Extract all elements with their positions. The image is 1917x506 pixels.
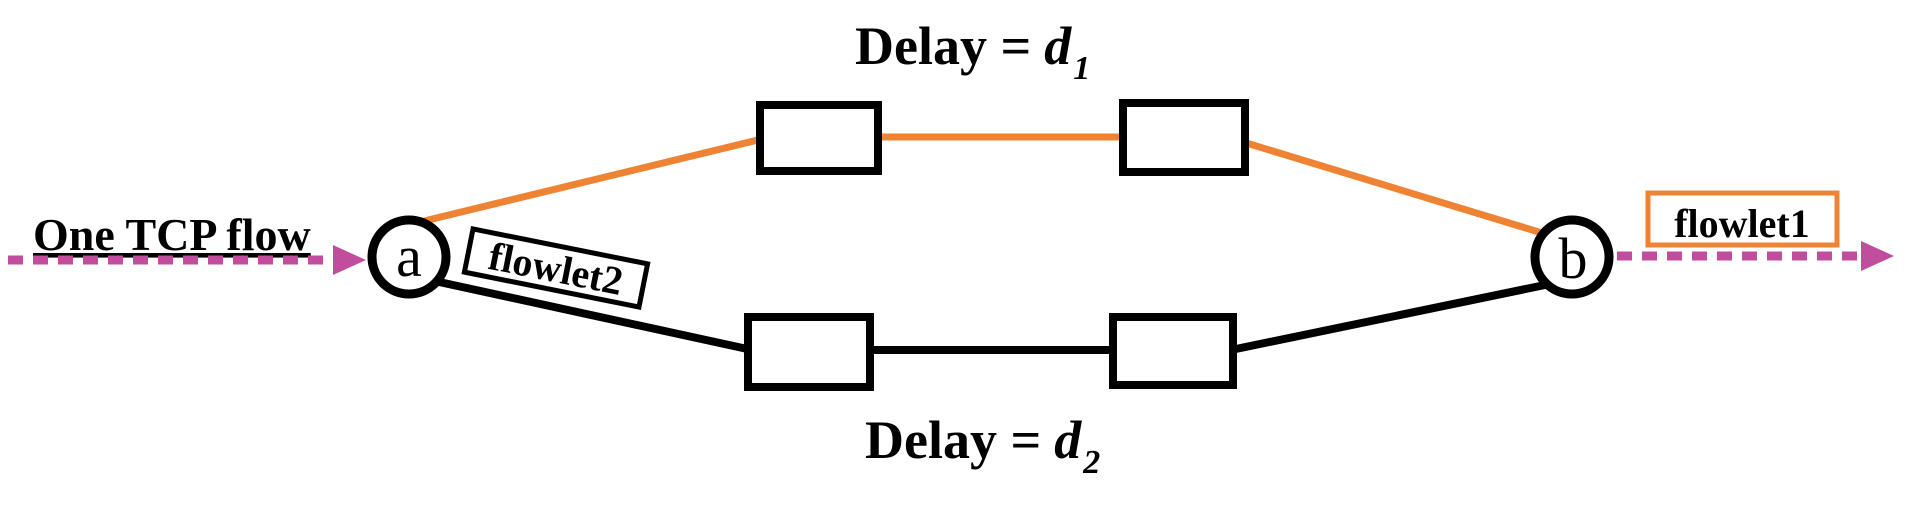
node-a — [367, 215, 451, 299]
link-bottom-router2-to-b — [1230, 281, 1546, 354]
delay-bottom-prefix: Delay = — [865, 410, 1041, 470]
node-b — [1530, 215, 1614, 299]
link-a-to-top-router1 — [419, 134, 767, 226]
flow-arrow-in-head — [333, 245, 366, 275]
delay-bottom-var: d — [1054, 410, 1082, 470]
node-a-label: a — [396, 224, 422, 289]
delay-top-var: d — [1044, 16, 1072, 76]
flowlet2-box — [461, 226, 651, 310]
tcp-flow-label: One TCP flow — [33, 209, 311, 260]
router-top-1 — [756, 101, 882, 175]
router-bottom-1 — [744, 313, 874, 391]
delay-top-subscript: 1 — [1073, 50, 1090, 87]
router-top-2 — [1119, 99, 1249, 176]
flowlet1-label: flowlet1 — [1674, 201, 1810, 246]
node-b-label: b — [1559, 226, 1588, 291]
router-bottom-2 — [1109, 313, 1237, 389]
flow-arrow-out-head — [1861, 241, 1894, 271]
flowlet1-box — [1645, 190, 1840, 248]
delay-top-label: Delay =d1 — [855, 16, 1090, 87]
link-top-router2-to-b — [1241, 138, 1554, 240]
delay-bottom-label: Delay =d2 — [865, 410, 1100, 481]
delay-top-prefix: Delay = — [855, 16, 1031, 76]
delay-bottom-subscript: 2 — [1082, 444, 1100, 481]
link-a-to-bottom-router1 — [429, 276, 753, 354]
